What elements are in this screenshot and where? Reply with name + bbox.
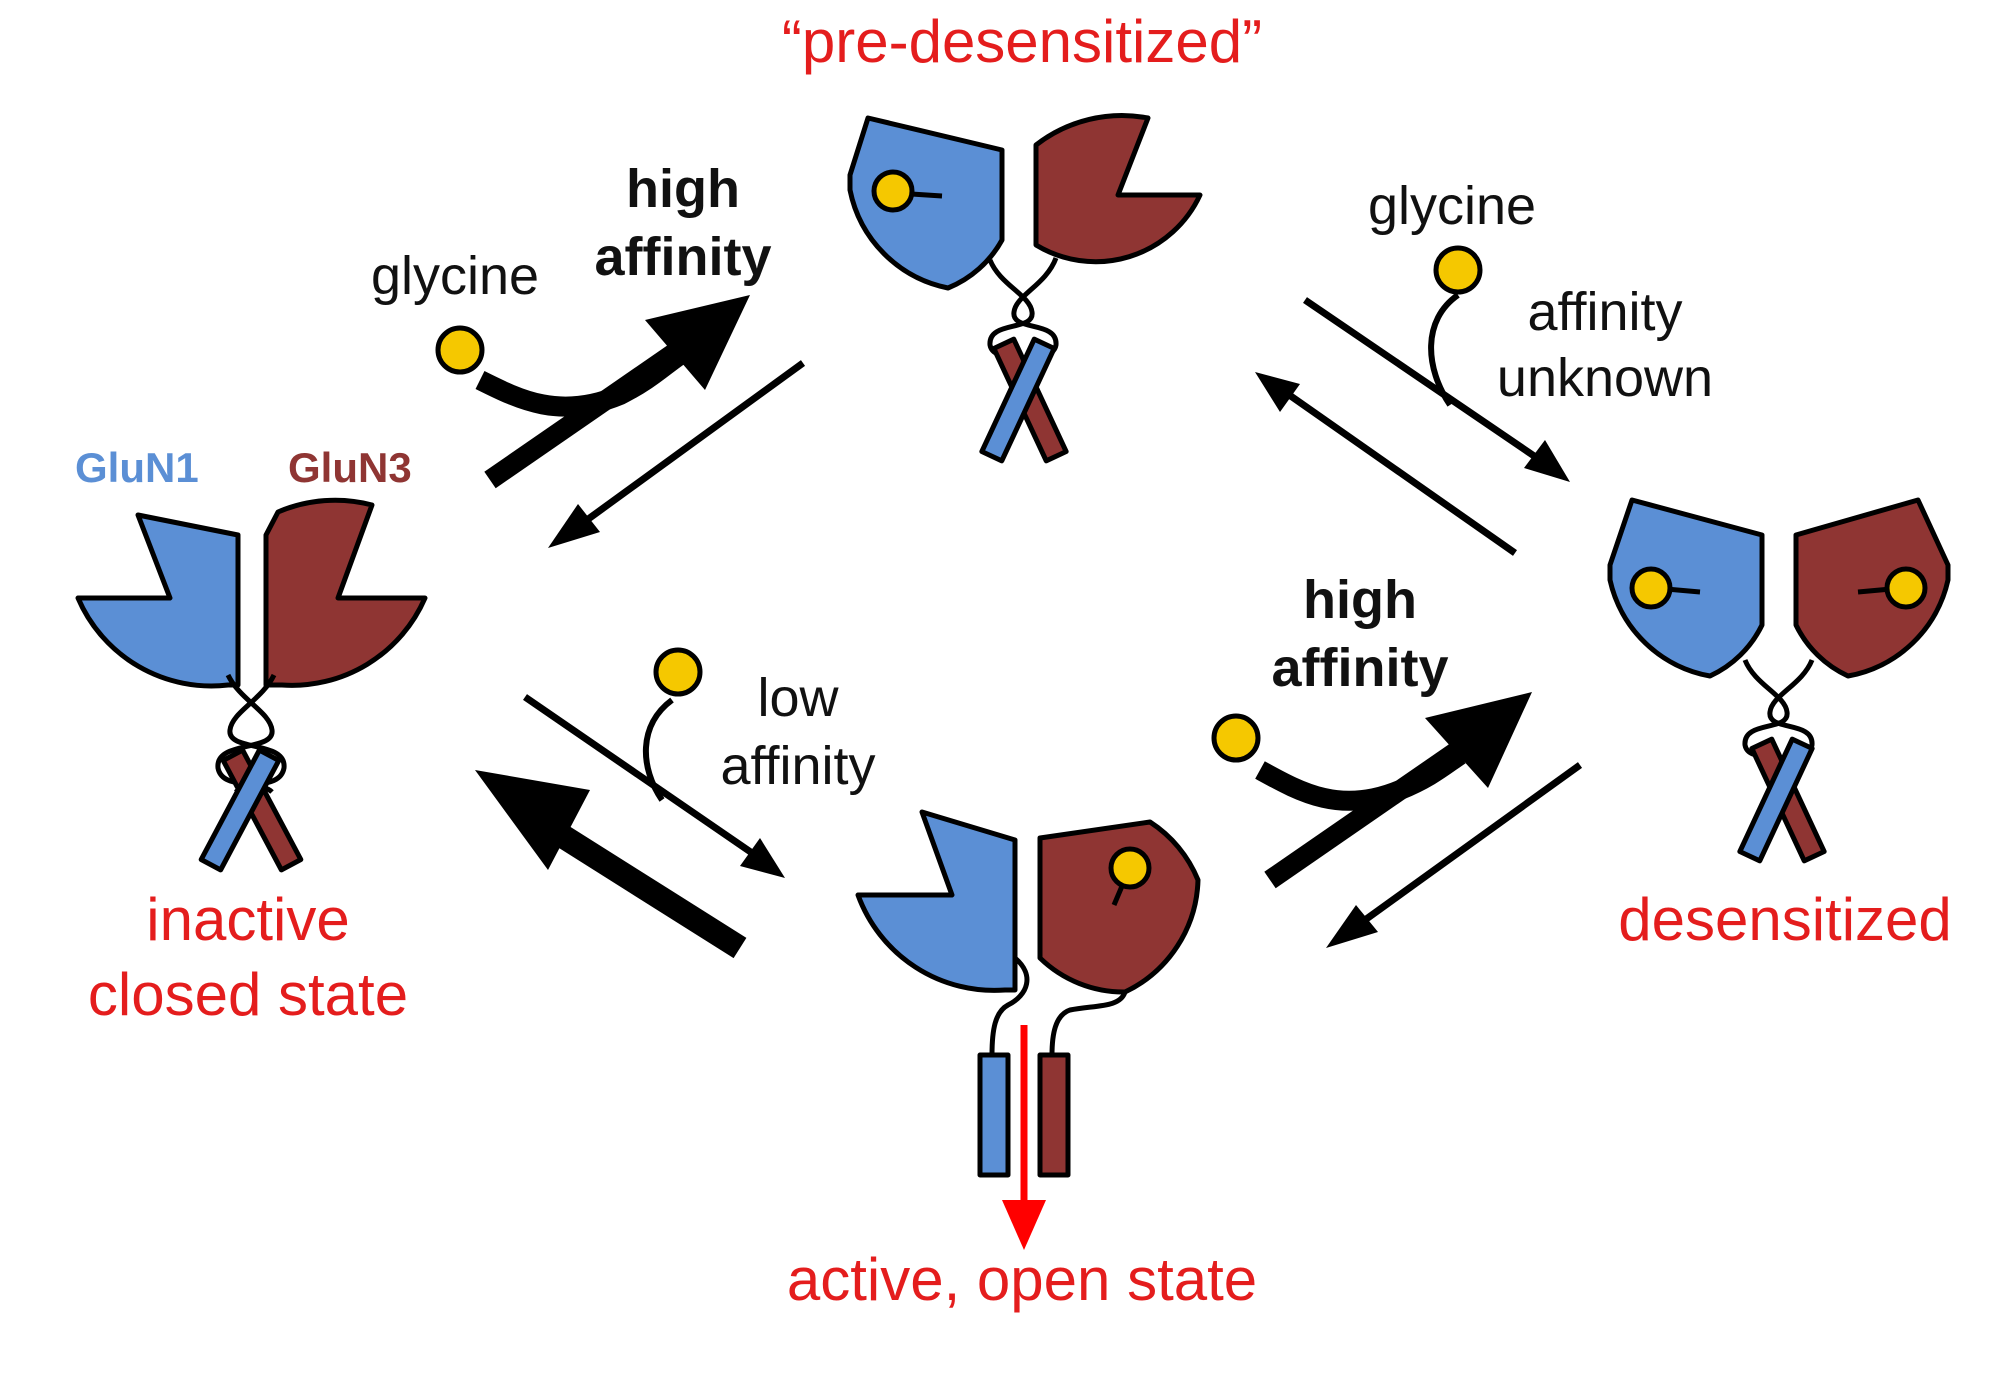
linker xyxy=(1049,990,1128,1056)
affinity-label-low: low xyxy=(757,668,839,728)
inactive-receptor xyxy=(75,497,428,873)
affinity-label-affinity: affinity xyxy=(720,736,875,796)
glycine-icon xyxy=(653,647,703,697)
glycine-icon xyxy=(1884,566,1928,610)
affinity-label-high: high xyxy=(1303,570,1417,630)
state-label-active-open: active, open state xyxy=(787,1246,1257,1313)
glun1-domain xyxy=(847,115,1005,291)
glycine-binding-curve xyxy=(1428,292,1460,407)
forward-arrow-head xyxy=(1524,440,1570,482)
glycine-binding-curve xyxy=(643,697,674,802)
glun1-helix xyxy=(977,1052,1011,1178)
reverse-arrow-shaft xyxy=(1282,389,1518,556)
glun3-domain xyxy=(1793,497,1951,679)
glun1-helix xyxy=(198,747,282,873)
forward-arrow-head xyxy=(645,295,750,390)
linker xyxy=(989,956,1030,1056)
glun1-label: GluN1 xyxy=(75,444,199,491)
glun3-helix xyxy=(1037,1052,1071,1178)
forward-arrow-head xyxy=(740,838,785,878)
forward-arrow-shaft xyxy=(523,694,757,858)
state-label-inactive: inactive xyxy=(146,886,349,953)
reverse-arrow-head xyxy=(475,770,590,870)
state-label-closed-state: closed state xyxy=(88,961,408,1028)
glycine-icon xyxy=(435,325,485,375)
glun3-domain xyxy=(263,497,428,688)
reverse-arrow-shaft xyxy=(1355,762,1583,928)
active-open-receptor xyxy=(855,809,1201,1250)
affinity-label-affinity: affinity xyxy=(1527,282,1682,342)
forward-arrow-shaft xyxy=(1303,297,1542,463)
state-label-desensitized: desensitized xyxy=(1618,886,1952,953)
glycine-icon xyxy=(1629,566,1673,610)
glun1-domain xyxy=(75,512,241,689)
glycine-icon xyxy=(1211,713,1261,763)
reverse-arrow-head xyxy=(1326,905,1378,948)
desensitized-receptor xyxy=(1607,497,1951,864)
reverse-arrow-head xyxy=(1255,372,1300,412)
reverse-arrow-shaft xyxy=(538,814,747,959)
glycine-binding-curve xyxy=(475,346,686,417)
glun1-helix xyxy=(1737,736,1815,864)
glun3-domain xyxy=(1037,819,1201,995)
glycine-icon xyxy=(1433,245,1483,295)
glun3-label: GluN3 xyxy=(288,444,412,491)
glun1-domain xyxy=(1607,497,1765,679)
glun1-helix xyxy=(979,336,1057,464)
glycine-icon xyxy=(871,169,915,213)
glycine-binding-curve xyxy=(1255,746,1466,811)
state-label-pre-desensitized: “pre-desensitized” xyxy=(782,8,1262,75)
reverse-arrow-shaft xyxy=(577,360,806,528)
glun1-domain xyxy=(855,809,1018,993)
glycine-icon xyxy=(1108,846,1152,890)
pre-desensitized-receptor xyxy=(847,113,1203,464)
ligand-label-glycine: glycine xyxy=(1368,176,1536,236)
affinity-label-affinity: affinity xyxy=(594,227,771,287)
reverse-arrow-head xyxy=(548,504,600,548)
affinity-label-unknown: unknown xyxy=(1497,348,1713,408)
forward-arrow-head xyxy=(1425,692,1532,788)
ligand-label-glycine: glycine xyxy=(371,246,539,306)
ion-current-arrow-head xyxy=(1002,1200,1046,1250)
affinity-label-high: high xyxy=(626,159,740,219)
affinity-label-affinity: affinity xyxy=(1271,638,1448,698)
glun3-domain xyxy=(1033,113,1203,265)
